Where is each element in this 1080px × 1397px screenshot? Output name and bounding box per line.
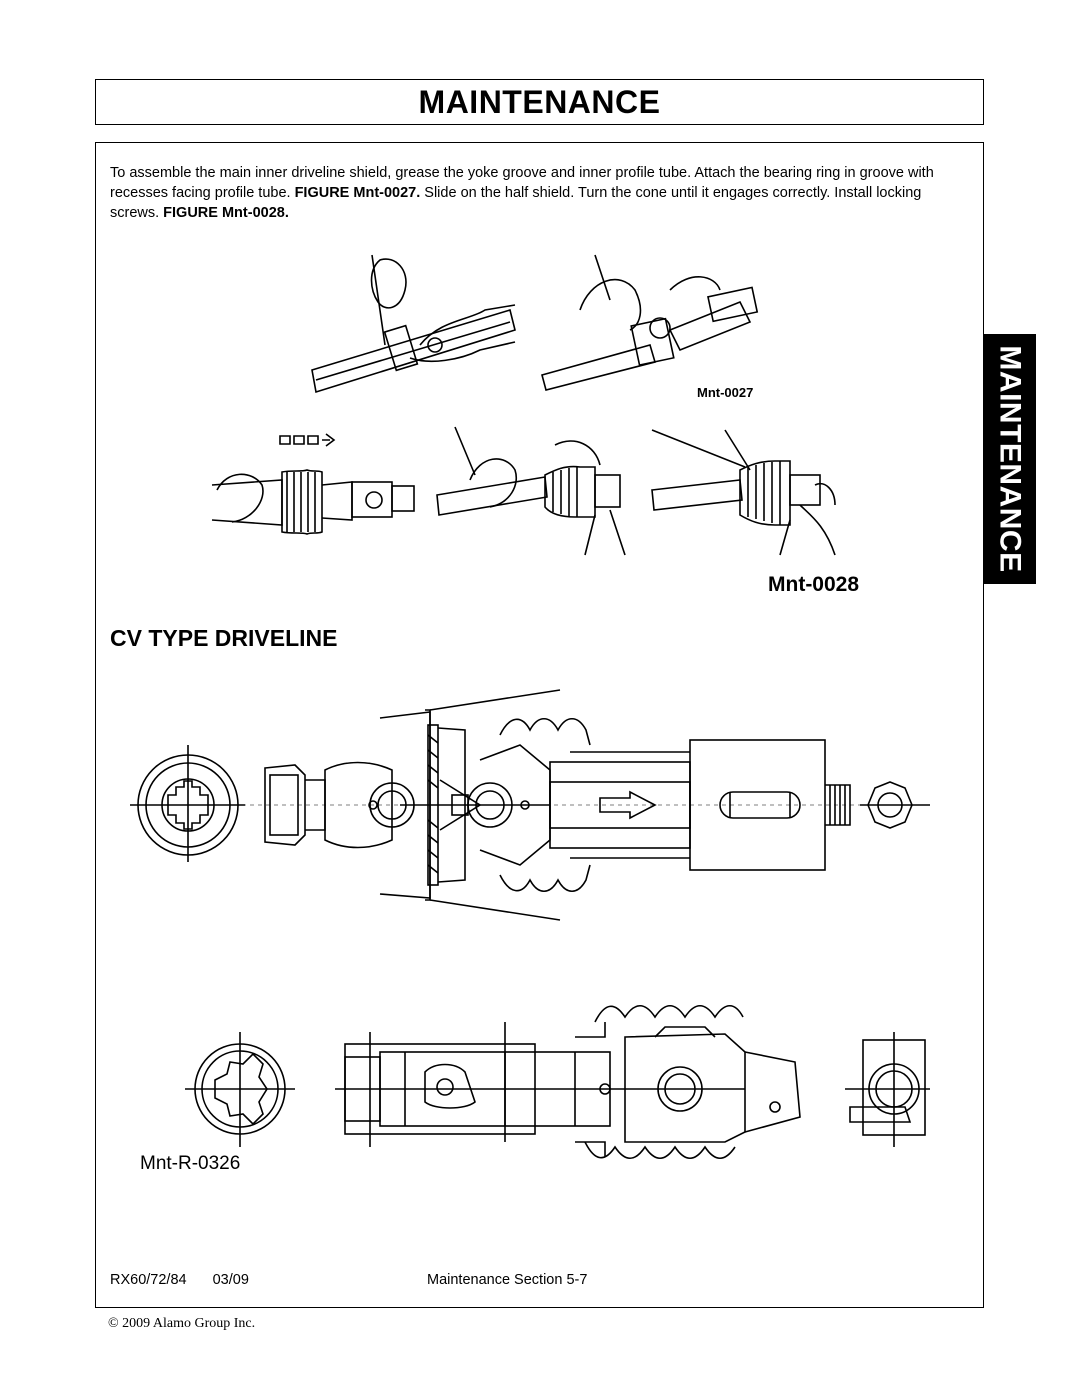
intro-text-2: Slide on the half shield. Turn the cone …	[110, 185, 922, 221]
footer-section: Maintenance Section 5-7	[427, 1272, 588, 1288]
figure-mnt-0027-left-illustration	[311, 254, 516, 394]
section-side-tab: MAINTENANCE	[984, 334, 1036, 584]
intro-text-1: To assemble the main inner driveline shi…	[110, 165, 934, 201]
page-title: MAINTENANCE	[418, 83, 661, 120]
footer-model-date: RX60/72/84 03/09	[110, 1272, 249, 1288]
figure-ref-mnt-0027: FIGURE Mnt-0027.	[294, 185, 421, 201]
figure-mnt-0028-middle-illustration	[436, 426, 626, 556]
intro-paragraph: To assemble the main inner driveline shi…	[110, 163, 972, 223]
copyright: © 2009 Alamo Group Inc.	[108, 1316, 256, 1331]
section-heading: CV TYPE DRIVELINE	[110, 625, 338, 651]
cv-driveline-drawing-bottom	[185, 1004, 930, 1160]
figure-ref-mnt-0028: FIGURE Mnt-0028.	[163, 205, 289, 221]
footer-model: RX60/72/84	[110, 1272, 187, 1288]
figure-label-mnt-0027: Mnt-0027	[697, 385, 754, 400]
figure-label-mnt-0028: Mnt-0028	[768, 573, 860, 596]
figure-mnt-0028-right-illustration	[651, 429, 836, 556]
side-tab-label: MAINTENANCE	[994, 345, 1028, 573]
content-box	[95, 142, 984, 1308]
figure-mnt-0027-right-illustration	[541, 254, 759, 391]
header-box: MAINTENANCE	[95, 79, 984, 125]
figure-mnt-0028-left-illustration	[211, 433, 415, 535]
footer-date: 03/09	[212, 1272, 249, 1288]
cv-driveline-drawing-top	[130, 689, 930, 921]
figure-label-mnt-r-0326: Mnt-R-0326	[140, 1153, 241, 1174]
